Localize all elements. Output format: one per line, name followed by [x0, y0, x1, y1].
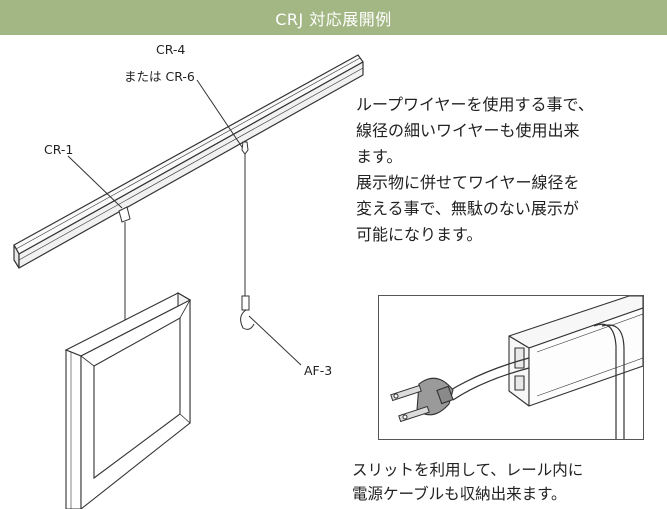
description-line: ます。: [356, 147, 403, 166]
description-line: 可能になります。: [356, 225, 483, 244]
description-line: 展示物に併せてワイヤー線径を: [356, 173, 580, 192]
cable-caption: スリットを利用して、レール内に 電源ケーブルも収納出来ます。: [352, 458, 662, 506]
cable-illustration-box: [378, 295, 644, 440]
caption-line: スリットを利用して、レール内に: [352, 461, 584, 479]
caption-line: 電源ケーブルも収納出来ます。: [352, 485, 567, 503]
label-cr4: CR-4: [156, 42, 186, 57]
label-cr1: CR-1: [44, 142, 74, 157]
description-text: ループワイヤーを使用する事で、 線径の細いワイヤーも使用出来 ます。 展示物に併…: [356, 92, 656, 248]
cable-slit-illustration: [390, 296, 643, 439]
header-bar: CRJ 対応展開例: [0, 0, 667, 35]
label-cr6: または CR-6: [124, 69, 195, 84]
picture-frame: [64, 292, 192, 509]
rail: [13, 54, 364, 269]
label-af3: AF-3: [304, 363, 333, 378]
description-line: 変える事で、無駄のない展示が: [356, 199, 579, 218]
hanger-right: [240, 141, 255, 330]
leader-line-af3: [248, 315, 302, 366]
description-line: 線径の細いワイヤーも使用出来: [356, 121, 580, 140]
description-line: ループワイヤーを使用する事で、: [356, 95, 594, 114]
leader-line-cr4: [196, 79, 245, 151]
page-title: CRJ 対応展開例: [275, 9, 392, 29]
leader-line-cr1: [67, 155, 123, 209]
